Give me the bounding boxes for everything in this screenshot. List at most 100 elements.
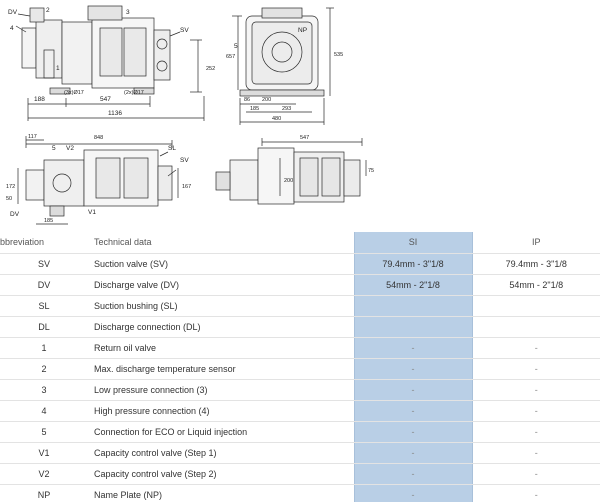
row-ip: 79.4mm - 3"1/8 [472,253,600,275]
row-desc: Name Plate (NP) [88,484,354,502]
dim-480: 480 [272,116,281,122]
table-row: V2 Capacity control valve (Step 2) - - [0,463,600,485]
row-ip: - [472,400,600,422]
table-row: 3 Low pressure connection (3) - - [0,379,600,401]
label-2: 2 [46,7,50,14]
dim-547-rear: 547 [300,135,309,141]
dim-75: 75 [368,168,374,174]
row-si [353,316,473,338]
row-abbr: V1 [0,442,88,464]
dim-167: 167 [182,184,191,190]
row-si: 79.4mm - 3"1/8 [353,253,473,275]
row-ip: - [472,463,600,485]
row-si: - [353,463,473,485]
dim-848: 848 [94,135,103,141]
row-desc: Low pressure connection (3) [88,379,354,401]
dim-172: 172 [6,184,15,190]
row-abbr: 2 [0,358,88,380]
table-header-row: Abbreviation Technical data SI IP [0,232,600,254]
table-row: SL Suction bushing (SL) [0,295,600,317]
label-dv: DV [8,9,18,16]
row-abbr: SL [0,295,88,317]
row-ip: - [472,379,600,401]
label-sv: SV [180,27,189,34]
row-si: - [353,400,473,422]
dim-200-rear: 200 [284,178,293,184]
label-v2: V2 [66,145,74,152]
dim-1136: 1136 [108,110,122,117]
table-row: SV Suction valve (SV) 79.4mm - 3"1/8 79.… [0,253,600,275]
dim-535: 535 [334,52,343,58]
table-row: 1 Return oil valve - - [0,337,600,359]
row-desc: Discharge valve (DV) [88,274,354,296]
row-si: - [353,358,473,380]
table-row: 5 Connection for ECO or Liquid injection… [0,421,600,443]
technical-drawings: DV 2 4 3 SV 1 188 547 1136 (3x)Ø17 (2x)Ø… [6,5,374,225]
header-si[interactable]: SI [353,232,473,254]
row-si: - [353,421,473,443]
row-ip: - [472,442,600,464]
row-abbr: 4 [0,400,88,422]
row-ip [472,295,600,317]
row-desc: High pressure connection (4) [88,400,354,422]
label-v1: V1 [88,209,96,216]
table-row: NP Name Plate (NP) - - [0,484,600,502]
row-si: - [353,337,473,359]
row-desc: Return oil valve [88,337,354,359]
row-desc: Max. discharge temperature sensor [88,358,354,380]
label-3: 3 [126,9,130,16]
row-ip [472,316,600,338]
dim-293: 293 [282,106,291,112]
label-dv-top: DV [10,211,20,218]
dim-185: 185 [250,106,259,112]
row-abbr: 1 [0,337,88,359]
technical-data-table: Abbreviation Technical data SI IP SV Suc… [0,232,600,502]
dim-547: 547 [100,96,111,103]
row-ip: - [472,337,600,359]
label-sl: SL [168,145,176,152]
table-row: 2 Max. discharge temperature sensor - - [0,358,600,380]
header-ip[interactable]: IP [472,232,600,254]
table-row: DL Discharge connection (DL) [0,316,600,338]
row-desc: Capacity control valve (Step 2) [88,463,354,485]
label-1: 1 [56,65,60,72]
row-abbr: SV [0,253,88,275]
row-abbr: DL [0,316,88,338]
label-np: NP [298,27,307,34]
label-5-top: 5 [52,145,56,152]
row-desc: Suction bushing (SL) [88,295,354,317]
dim-252: 252 [206,66,215,72]
dim-185-top: 185 [44,218,53,224]
side-view-drawing [15,5,205,121]
table-row: V1 Capacity control valve (Step 1) - - [0,442,600,464]
row-ip: - [472,484,600,502]
dim-86: 86 [244,97,250,103]
row-ip: - [472,358,600,380]
end-view-drawing [232,7,334,125]
row-desc: Connection for ECO or Liquid injection [88,421,354,443]
row-si: - [353,442,473,464]
row-desc: Discharge connection (DL) [88,316,354,338]
dim-50: 50 [6,196,12,202]
row-desc: Suction valve (SV) [88,253,354,275]
table-row: 4 High pressure connection (4) - - [0,400,600,422]
row-si: 54mm - 2"1/8 [353,274,473,296]
row-ip: 54mm - 2"1/8 [472,274,600,296]
row-desc: Capacity control valve (Step 1) [88,442,354,464]
row-ip: - [472,421,600,443]
label-sv-top: SV [180,157,189,164]
rear-view-drawing [215,138,367,205]
row-abbr: 5 [0,421,88,443]
table-row: DV Discharge valve (DV) 54mm - 2"1/8 54m… [0,274,600,296]
row-abbr: DV [0,274,88,296]
label-4: 4 [10,25,14,32]
dim-3x-17: (3x)Ø17 [64,90,84,96]
row-si: - [353,379,473,401]
dim-657: 657 [226,54,235,60]
row-abbr: NP [0,484,88,502]
top-view-drawing [17,136,179,225]
label-5-end: 5 [234,43,238,50]
header-abbreviation: Abbreviation [0,232,88,254]
header-technical-data: Technical data [88,232,354,254]
dim-200: 200 [262,97,271,103]
